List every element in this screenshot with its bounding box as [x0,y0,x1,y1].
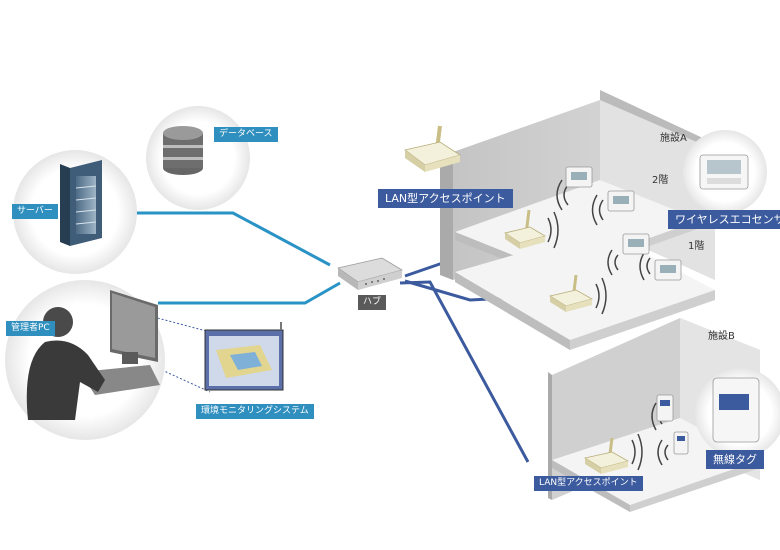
wireless-eco-sensor-callout [683,130,767,214]
access-point-icon [404,125,461,172]
facility-a-label: 施設A [660,133,687,144]
database-label: データベース [214,127,278,142]
wireless-eco-sensor-label: ワイヤレスエコセンサー [668,210,780,229]
wireless-tag-icon [673,431,689,455]
floor-2-label: 2階 [652,175,669,186]
line-server-hub [95,211,331,267]
monitoring-system-label: 環境モニタリングシステム [196,404,314,419]
access-point-icon [583,437,630,474]
line-hub-ap-bottom [399,280,530,463]
database-icon [163,126,203,175]
access-point-icon [504,209,547,249]
wireless-tag-callout [695,368,780,458]
wireless-tag-label: 無線タグ [706,450,764,469]
sensor-device-icon [654,259,682,281]
database-node [146,106,250,210]
person-at-pc-icon [26,290,160,420]
wireless-tag-icon [656,394,674,422]
facility-b-label: 施設B [708,331,735,342]
hub-icon [337,257,404,290]
access-point-icon [548,274,594,312]
server-node [13,150,137,274]
signal-waves-icon [547,179,669,471]
server-label: サーバー [12,204,58,219]
admin-pc-node [5,280,165,440]
monitor-screen-icon [204,322,284,391]
facility-a-building [440,90,720,350]
line-pc-monitor-1 [149,315,211,333]
lan-ap-top-label: LAN型アクセスポイント [378,189,513,208]
server-icon [60,160,102,246]
sensor-device-icon [565,166,593,188]
lan-ap-bottom-label: LAN型アクセスポイント [534,476,643,491]
line-pc-hub [158,281,341,305]
hub-label: ハブ [358,295,387,310]
admin-pc-label: 管理者PC [6,321,55,336]
sensor-device-icon [622,233,650,255]
floor-1-label: 1階 [688,241,705,252]
sensor-device-icon [607,190,635,212]
